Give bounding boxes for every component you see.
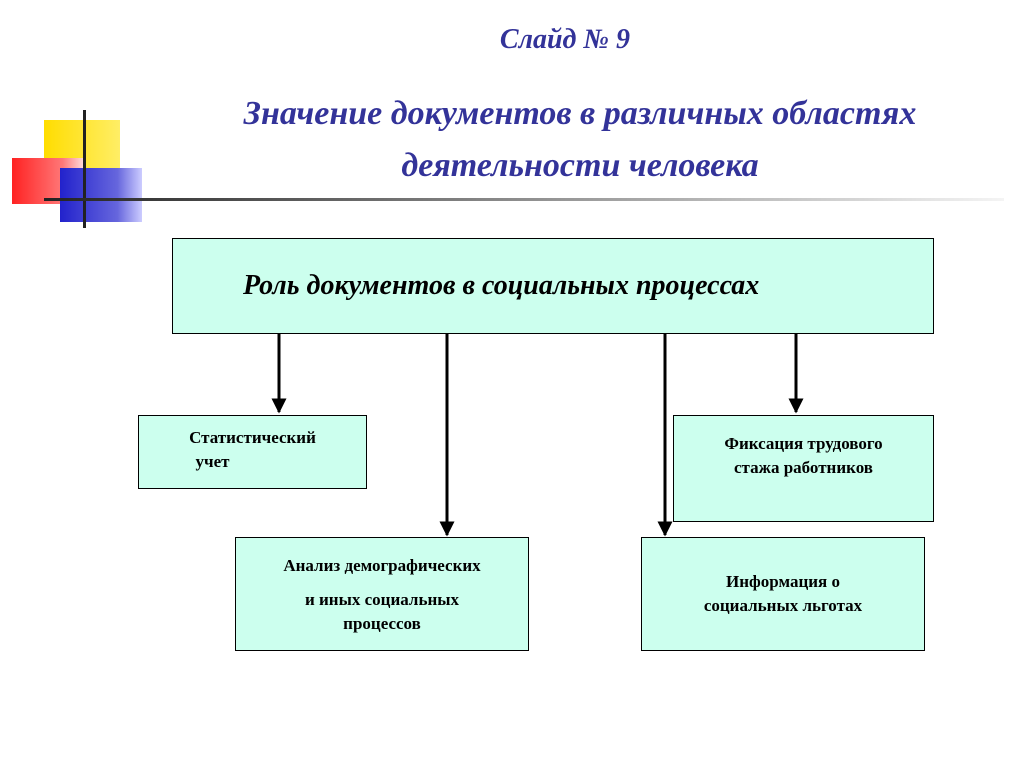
vertical-line <box>83 110 86 228</box>
slide-number: Слайд № 9 <box>499 24 631 55</box>
root-box: Роль документов в социальных процессах <box>172 238 934 334</box>
blue-square <box>60 168 142 222</box>
title-line-1: Значение документов в различных областях <box>243 95 917 132</box>
title-line-2: деятельности человека <box>401 147 759 184</box>
slide-title: Значение документов в различных областях… <box>150 88 1010 192</box>
benefits-line-1: Информация о <box>726 572 840 591</box>
labor-line-1: Фиксация трудового <box>724 434 883 453</box>
demographic-box: Анализ демографических и иных социальных… <box>235 537 529 651</box>
benefits-box: Информация о социальных льготах <box>641 537 925 651</box>
title-underline <box>44 198 1004 201</box>
statistical-box: Статистический учет <box>138 415 367 489</box>
demographic-line-3: процессов <box>343 614 421 633</box>
benefits-line-2: социальных льготах <box>703 596 863 615</box>
labor-box: Фиксация трудового стажа работников <box>673 415 934 522</box>
labor-line-2: стажа работников <box>734 458 873 477</box>
corner-ornament <box>12 110 142 228</box>
root-label: Роль документов в социальных процессах <box>243 270 760 301</box>
statistical-line-2: учет <box>195 452 230 471</box>
demographic-line-2: и иных социальных <box>304 590 460 609</box>
statistical-line-1: Статистический <box>189 428 316 447</box>
demographic-line-1: Анализ демографических <box>283 556 481 575</box>
